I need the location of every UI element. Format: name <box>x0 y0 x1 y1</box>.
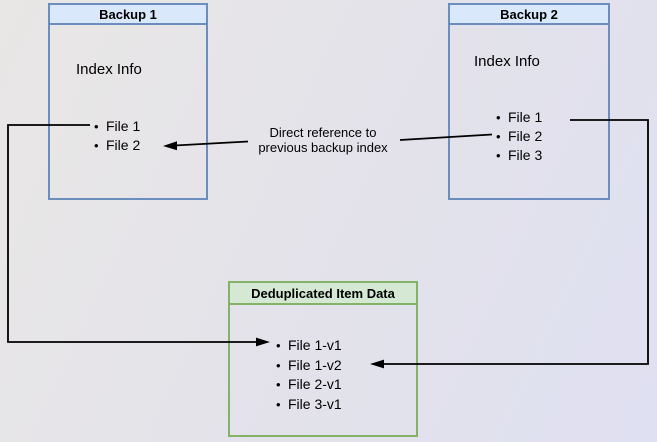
file-label: File 2 <box>106 137 141 153</box>
file-label: File 1 <box>106 118 141 134</box>
bullet-icon: • <box>496 148 501 163</box>
bullet-icon: • <box>496 129 501 144</box>
bullet-icon: • <box>94 119 99 134</box>
bullet-icon: • <box>276 338 281 353</box>
dedup-file-list: • File 1-v1 • File 1-v2 • File 2-v1 • Fi… <box>276 336 342 414</box>
bullet-icon: • <box>496 110 501 125</box>
list-item: • File 1-v2 <box>276 356 342 376</box>
edge-label-direct-reference: Direct reference to previous backup inde… <box>230 125 416 155</box>
file-label: File 1-v2 <box>288 356 342 373</box>
backup2-index-info-label: Index Info <box>474 53 540 70</box>
backup2-file-list: • File 1 • File 2 • File 3 <box>496 108 542 165</box>
bullet-icon: • <box>94 138 99 153</box>
dedup-title: Deduplicated Item Data <box>230 283 416 305</box>
file-label: File 3-v1 <box>288 395 342 412</box>
list-item: • File 1 <box>94 117 140 136</box>
list-item: • File 2 <box>496 127 542 146</box>
list-item: • File 2 <box>94 136 140 155</box>
file-label: File 3 <box>508 147 543 163</box>
bullet-icon: • <box>276 396 281 412</box>
backup2-title: Backup 2 <box>450 5 608 25</box>
list-item: • File 3-v1 <box>276 395 342 415</box>
list-item: • File 2-v1 <box>276 375 342 395</box>
edge-label-line1: Direct reference to <box>269 125 377 140</box>
backup1-box: Backup 1 <box>48 3 208 200</box>
file-label: File 2 <box>508 128 543 144</box>
backup1-index-info-label: Index Info <box>76 61 142 78</box>
dedup-box: Deduplicated Item Data <box>228 281 418 437</box>
bullet-icon: • <box>276 357 281 373</box>
bullet-icon: • <box>276 377 281 392</box>
file-label: File 1-v1 <box>288 337 342 353</box>
list-item: • File 1-v1 <box>276 336 342 356</box>
list-item: • File 1 <box>496 108 542 127</box>
file-label: File 2-v1 <box>288 376 342 392</box>
backup1-title: Backup 1 <box>50 5 206 25</box>
edge-label-line2: previous backup index <box>258 140 388 155</box>
file-label: File 1 <box>508 109 543 125</box>
backup1-file-list: • File 1 • File 2 <box>94 117 140 155</box>
backup2-box: Backup 2 <box>448 3 610 200</box>
list-item: • File 3 <box>496 146 542 165</box>
